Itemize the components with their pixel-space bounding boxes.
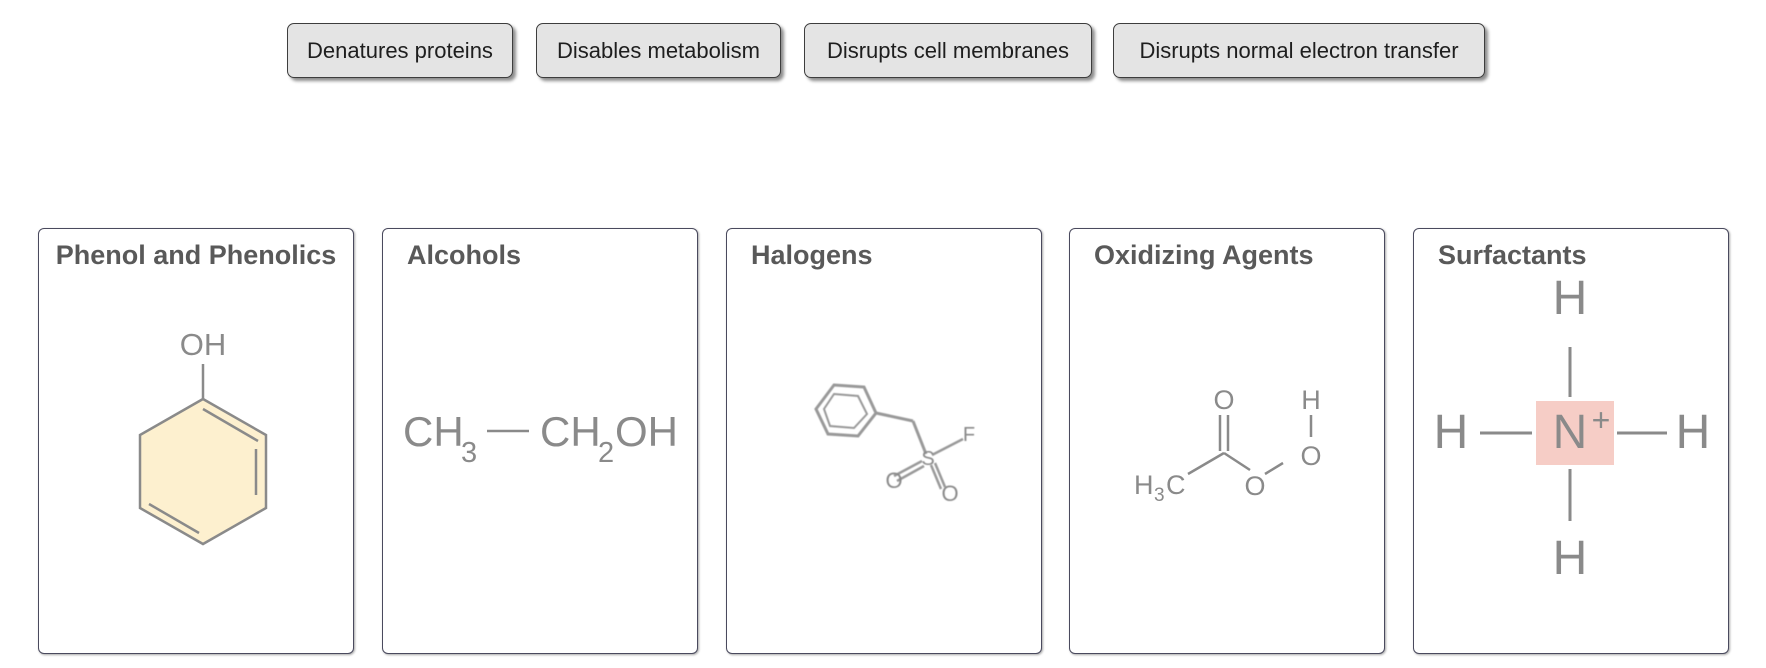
- svg-text:OH: OH: [615, 408, 678, 455]
- drop-target-surfactants[interactable]: Surfactants N + H H H H: [1413, 228, 1729, 654]
- svg-text:CH: CH: [403, 408, 464, 455]
- svg-text:H: H: [1553, 272, 1588, 325]
- card-title-oxidizing-agents: Oxidizing Agents: [1094, 240, 1314, 270]
- svg-text:H: H: [1301, 385, 1321, 415]
- svg-text:H: H: [1134, 470, 1154, 500]
- svg-text:2: 2: [598, 437, 614, 469]
- svg-text:C: C: [1166, 470, 1186, 500]
- svg-text:N: N: [1553, 406, 1588, 459]
- drop-target-halogens[interactable]: Halogens S F O O: [726, 228, 1042, 654]
- peracetic-acid-structure-image: O O O H H 3 C: [1134, 385, 1322, 506]
- svg-text:O: O: [941, 481, 958, 506]
- svg-text:OH: OH: [180, 327, 227, 362]
- svg-text:O: O: [1300, 441, 1321, 471]
- answer-chip-disrupts-electron-transfer[interactable]: Disrupts normal electron transfer: [1113, 23, 1485, 78]
- svg-text:F: F: [963, 424, 975, 446]
- svg-text:+: +: [1592, 402, 1611, 438]
- drop-target-phenol-and-phenolics[interactable]: Phenol and Phenolics OH: [38, 228, 354, 654]
- drop-target-alcohols[interactable]: Alcohols CH 3 CH 2 OH: [382, 228, 698, 654]
- svg-text:O: O: [1213, 385, 1234, 415]
- svg-text:O: O: [1244, 471, 1265, 501]
- phenol-structure-image: OH: [138, 327, 268, 546]
- svg-text:O: O: [885, 468, 902, 493]
- ethanol-formula-image: CH 3 CH 2 OH: [403, 408, 678, 469]
- svg-text:H: H: [1676, 406, 1711, 459]
- svg-text:CH: CH: [540, 408, 601, 455]
- svg-text:H: H: [1553, 532, 1588, 585]
- drop-target-oxidizing-agents[interactable]: Oxidizing Agents O O O H H 3 C: [1069, 228, 1385, 654]
- benzylsulfonyl-fluoride-structure-image: S F O O: [814, 383, 975, 506]
- card-title-halogens: Halogens: [751, 240, 873, 270]
- svg-text:3: 3: [461, 437, 477, 469]
- svg-text:H: H: [1434, 406, 1469, 459]
- answer-chip-denatures-proteins[interactable]: Denatures proteins: [287, 23, 513, 78]
- answer-chip-disables-metabolism[interactable]: Disables metabolism: [536, 23, 781, 78]
- svg-text:3: 3: [1154, 485, 1165, 506]
- card-title-phenol-and-phenolics: Phenol and Phenolics: [55, 240, 337, 270]
- card-title-surfactants: Surfactants: [1438, 240, 1587, 270]
- answer-chip-disrupts-cell-membranes[interactable]: Disrupts cell membranes: [804, 23, 1092, 78]
- ammonium-ion-structure-image: N + H H H H: [1434, 272, 1711, 585]
- card-title-alcohols: Alcohols: [407, 240, 522, 270]
- svg-text:S: S: [921, 448, 934, 470]
